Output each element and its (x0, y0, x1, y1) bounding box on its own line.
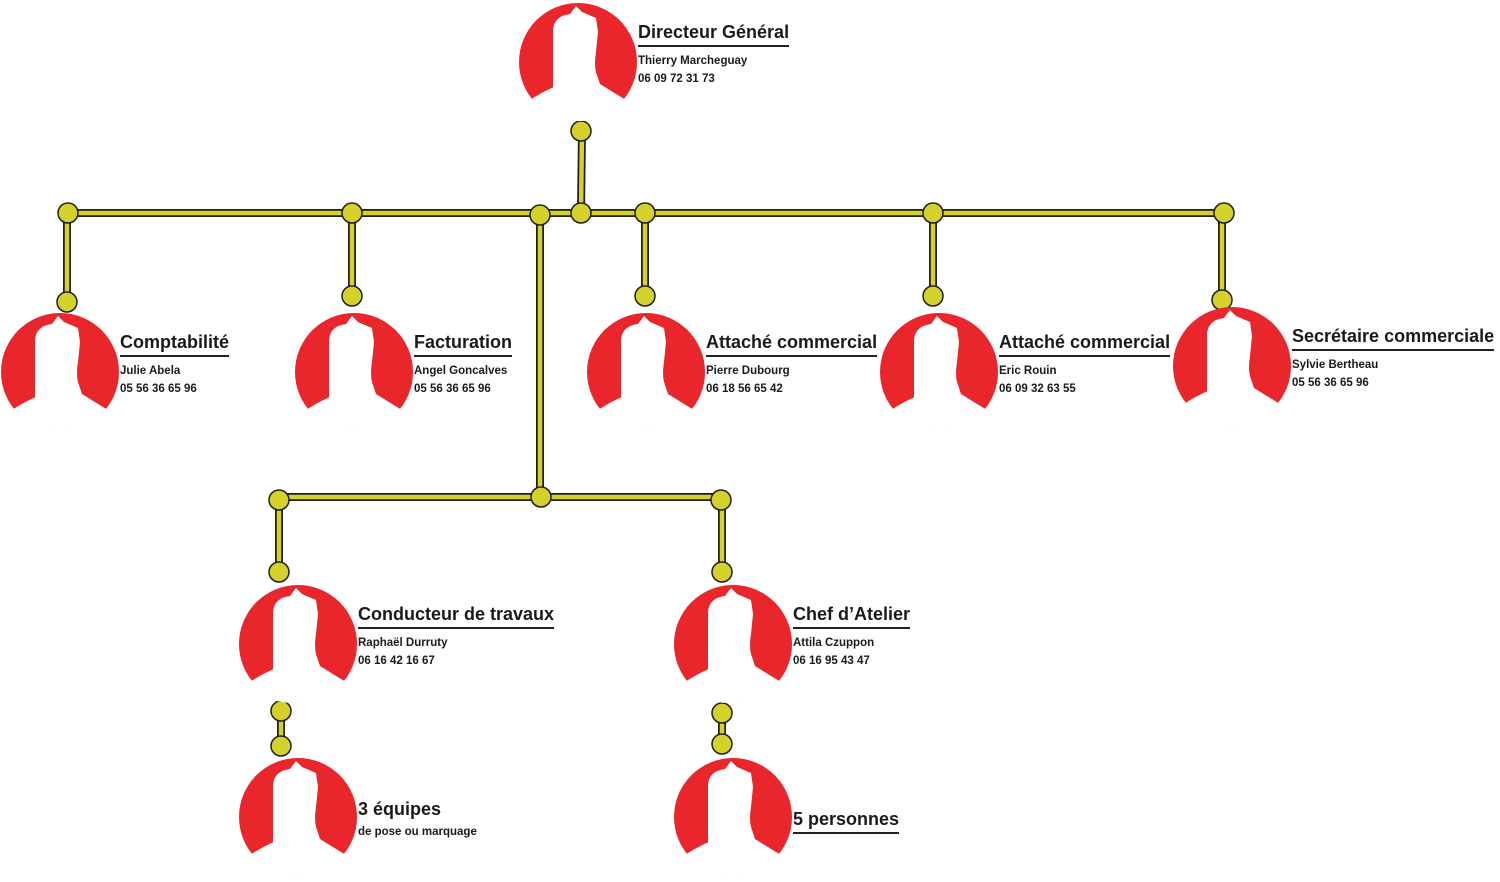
node-title: Secrétaire commerciale (1292, 326, 1495, 351)
node-phone: 06 16 95 43 47 (793, 655, 870, 667)
node-person-name: Attila Czuppon (793, 637, 875, 649)
node-phone: 06 09 72 31 73 (638, 73, 715, 85)
node-title: Attaché commercial (706, 332, 878, 357)
node-person-name: Pierre Dubourg (706, 365, 790, 377)
person-avatar-icon (238, 584, 358, 704)
node-person-name: Sylvie Bertheau (1292, 359, 1379, 371)
node-label: Conducteur de travaux Raphaël Durruty 06… (358, 604, 555, 667)
node-label: Comptabilité Julie Abela 05 56 36 65 96 (120, 332, 230, 395)
node-label: Chef d’Atelier Attila Czuppon 06 16 95 4… (793, 604, 911, 667)
node-phone: 05 56 36 65 96 (1292, 377, 1369, 389)
connector-dot (341, 285, 363, 307)
connector-dot (634, 285, 656, 307)
node-phone: 05 56 36 65 96 (414, 383, 491, 395)
connector-dot (268, 561, 290, 583)
node-phone: 05 56 36 65 96 (120, 383, 197, 395)
connector-dot (711, 733, 733, 755)
person-avatar-icon (673, 757, 793, 877)
connector-dot (570, 202, 592, 224)
node-title: Chef d’Atelier (793, 604, 911, 629)
node-label: 5 personnes (793, 809, 900, 834)
person-avatar-icon (294, 312, 414, 432)
person-avatar-icon (1172, 306, 1292, 426)
connector-dot (1213, 202, 1235, 224)
node-phone: 06 09 32 63 55 (999, 383, 1076, 395)
connector-dot (268, 489, 290, 511)
node-person-name: Raphaël Durruty (358, 637, 448, 649)
person-avatar-icon (673, 584, 793, 704)
connector-dot (922, 285, 944, 307)
node-label: Attaché commercial Pierre Dubourg 06 18 … (706, 332, 878, 395)
node-person-name: Eric Rouin (999, 365, 1057, 377)
person-avatar-icon (879, 312, 999, 432)
connector-dot (634, 202, 656, 224)
node-phone: 06 18 56 65 42 (706, 383, 783, 395)
node-label: Attaché commercial Eric Rouin 06 09 32 6… (999, 332, 1171, 395)
connector-dot (529, 204, 551, 226)
node-title: Conducteur de travaux (358, 604, 555, 629)
person-avatar-icon (518, 2, 638, 122)
node-phone: 06 16 42 16 67 (358, 655, 435, 667)
node-title: 5 personnes (793, 809, 900, 834)
person-avatar-icon (586, 312, 706, 432)
node-person-name: Julie Abela (120, 365, 181, 377)
person-avatar-icon (238, 757, 358, 877)
connector-dot (270, 735, 292, 757)
node-title: Directeur Général (638, 22, 790, 47)
connector-dot (710, 489, 732, 511)
connector-dot (341, 202, 363, 224)
node-label: Facturation Angel Goncalves 05 56 36 65 … (414, 332, 513, 395)
node-title: 3 équipes (358, 799, 442, 819)
node-title: Attaché commercial (999, 332, 1171, 357)
person-avatar-icon (0, 312, 120, 432)
connector-dot (711, 702, 733, 724)
node-label: Directeur Général Thierry Marcheguay 06 … (638, 22, 790, 85)
node-subtitle: de pose ou marquage (358, 826, 477, 838)
node-label: 3 équipes de pose ou marquage (358, 799, 477, 838)
connector-dot (57, 202, 79, 224)
connector-dot (922, 202, 944, 224)
connector-dot (56, 291, 78, 313)
connector-dot (530, 486, 552, 508)
node-person-name: Thierry Marcheguay (638, 55, 748, 67)
node-title: Facturation (414, 332, 513, 357)
connector-dot (570, 120, 592, 142)
connector-dot (711, 561, 733, 583)
node-person-name: Angel Goncalves (414, 365, 508, 377)
node-title: Comptabilité (120, 332, 230, 357)
node-label: Secrétaire commerciale Sylvie Bertheau 0… (1292, 326, 1495, 389)
connector-line (578, 130, 585, 213)
